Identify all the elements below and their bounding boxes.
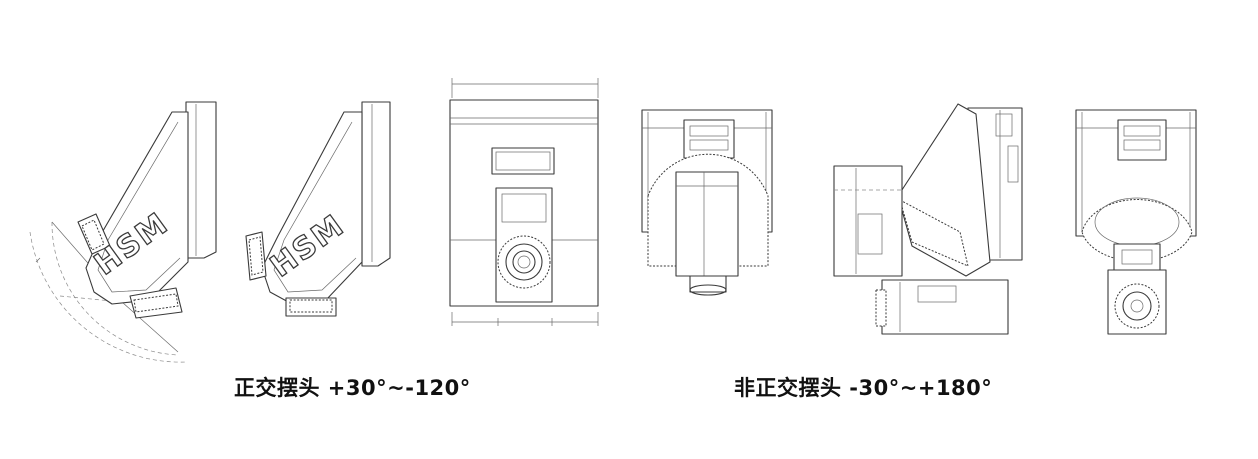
swing-range-arc bbox=[51, 221, 179, 356]
orthogonal-head-side-view: HSM bbox=[245, 101, 391, 317]
non-orthogonal-head-side-view bbox=[833, 103, 1023, 335]
orthogonal-head-front-view bbox=[449, 78, 599, 326]
caption-non-orthogonal-head: 非正交摆头 -30°~+180° bbox=[734, 376, 993, 400]
swing-range-arc-outer bbox=[29, 231, 187, 363]
non-orthogonal-head-front-view bbox=[641, 109, 773, 296]
caption-orthogonal-head: 正交摆头 +30°~-120° bbox=[234, 376, 471, 400]
non-orthogonal-head-rear-view bbox=[1075, 109, 1197, 335]
orthogonal-head-side-view-with-arc: HSM bbox=[29, 101, 217, 363]
